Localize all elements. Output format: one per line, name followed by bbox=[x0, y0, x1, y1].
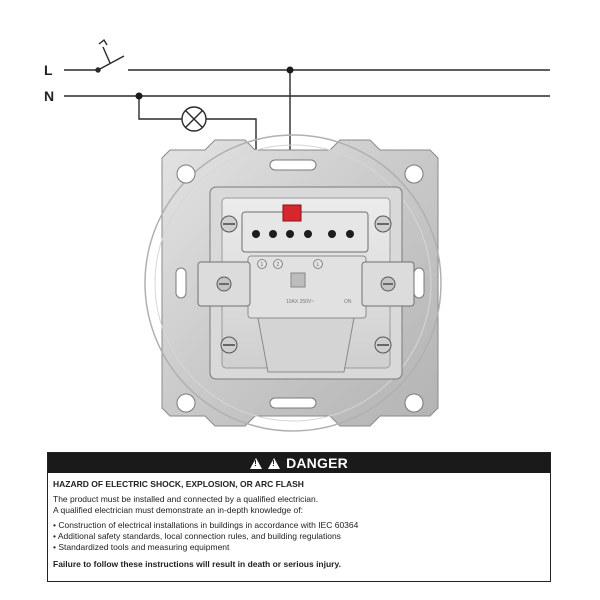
qr-code bbox=[290, 272, 306, 288]
warning-triangle-icon bbox=[250, 457, 263, 469]
danger-footer: Failure to follow these instructions wil… bbox=[53, 559, 341, 569]
junction-dot-neutral bbox=[135, 92, 143, 100]
release-button-red bbox=[282, 204, 302, 222]
terminal-2-label: 2 bbox=[277, 262, 280, 268]
terminal-block bbox=[241, 204, 369, 253]
terminal-hole bbox=[252, 230, 260, 238]
terminal-hole bbox=[304, 230, 312, 238]
rating-label: 10AX 250V~ bbox=[286, 299, 314, 305]
lamp-icon bbox=[181, 106, 207, 132]
terminal-hole bbox=[286, 230, 294, 238]
list-item: Standardized tools and measuring equipme… bbox=[53, 542, 545, 553]
neutral-label: N bbox=[44, 88, 54, 104]
main-switch-symbol bbox=[95, 38, 125, 73]
danger-intro: The product must be installed and connec… bbox=[53, 494, 545, 516]
danger-intro-line: A qualified electrician must demonstrate… bbox=[53, 505, 303, 515]
mode-label: ON bbox=[344, 299, 352, 305]
center-module: 1 2 L 10AX 250V~ ON bbox=[247, 255, 367, 319]
line-label: L bbox=[44, 62, 53, 78]
danger-header: DANGER bbox=[48, 453, 550, 473]
list-item: Additional safety standards, local conne… bbox=[53, 531, 545, 542]
danger-header-text: DANGER bbox=[286, 455, 348, 471]
warning-triangle-icon bbox=[268, 457, 281, 469]
terminal-hole bbox=[328, 230, 336, 238]
terminal-L-label: L bbox=[317, 262, 320, 268]
terminal-hole bbox=[346, 230, 354, 238]
danger-intro-line: The product must be installed and connec… bbox=[53, 494, 319, 504]
danger-list: Construction of electrical installations… bbox=[53, 520, 545, 553]
terminal-1-label: 1 bbox=[261, 262, 264, 268]
side-clamp-left bbox=[197, 261, 251, 307]
danger-body: HAZARD OF ELECTRIC SHOCK, EXPLOSION, OR … bbox=[48, 473, 550, 570]
danger-notice: DANGER HAZARD OF ELECTRIC SHOCK, EXPLOSI… bbox=[47, 452, 551, 582]
side-clamp-right bbox=[361, 261, 415, 307]
danger-title: HAZARD OF ELECTRIC SHOCK, EXPLOSION, OR … bbox=[53, 479, 304, 489]
terminal-hole bbox=[269, 230, 277, 238]
rocker-base bbox=[257, 317, 355, 373]
wire-neutral-to-lamp bbox=[138, 96, 182, 120]
junction-dot-line bbox=[286, 66, 294, 74]
wiring-diagram: L N bbox=[44, 38, 550, 432]
list-item: Construction of electrical installations… bbox=[53, 520, 545, 531]
